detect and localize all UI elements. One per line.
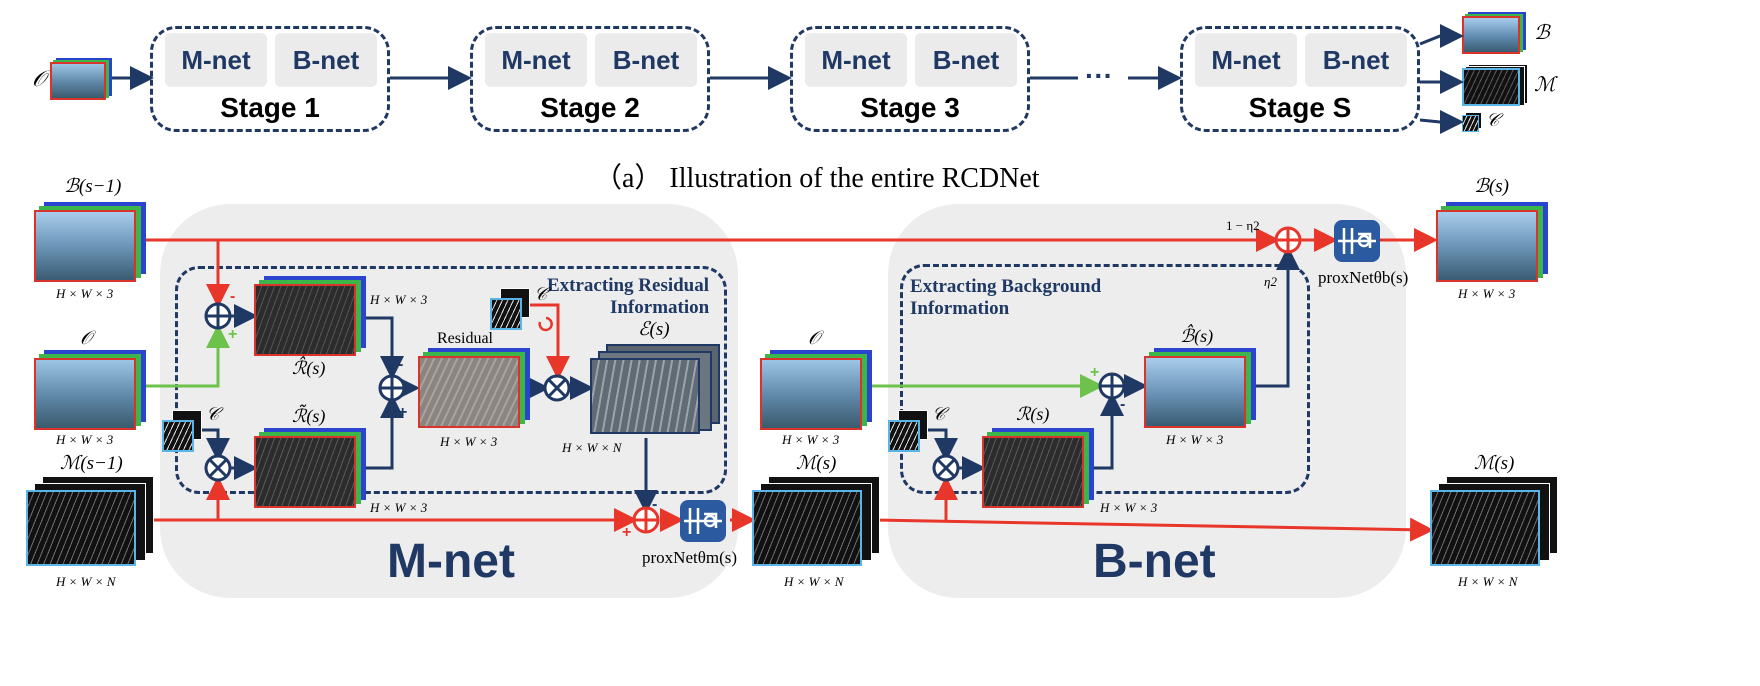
extract-residual-title-2: Information [610, 297, 710, 318]
sign-plus-residual: + [398, 404, 408, 421]
extract-residual-title-1: Extracting Residual [547, 275, 710, 296]
m-out-label: ℳ(s) [1474, 453, 1515, 474]
extract-background-title-1: Extracting Background [910, 276, 1102, 297]
o-left-dim: H × W × 3 [56, 432, 114, 447]
b-hat-image [1144, 348, 1256, 428]
stage-2-label: Stage 2 [540, 92, 640, 123]
o-image-mid [760, 350, 872, 430]
extract-residual-box [175, 266, 727, 494]
stage-2-bnet: B-net [595, 33, 697, 87]
m-cur-label: ℳ(s) [796, 453, 837, 474]
m-prev-label: ℳ(s−1) [60, 453, 123, 474]
caption-a: （a） Illustration of the entire RCDNet [594, 163, 1040, 194]
stage-1-label: Stage 1 [220, 92, 320, 123]
r-cur-image [982, 428, 1094, 508]
o-mid-dim: H × W × 3 [782, 432, 840, 447]
one-minus-eta-label: 1 − η2 [1226, 218, 1260, 233]
proxnet-m-block [680, 500, 726, 542]
mnet-big-label: M-net [387, 535, 515, 588]
m-out-dim: H × W × N [1458, 574, 1518, 589]
m-prev-dim: H × W × N [56, 574, 116, 589]
b-cur-dim: H × W × 3 [1458, 286, 1516, 301]
extract-background-title-2: Information [910, 298, 1010, 319]
stage-3-label: Stage 3 [860, 92, 960, 123]
r-hat-label: ℛ̂(s) [292, 358, 326, 378]
eta-label: η2 [1264, 274, 1277, 289]
o-image-left [34, 350, 146, 430]
sign-minus-rhat: - [230, 288, 236, 305]
stage-s-mnet: M-net [1195, 33, 1297, 87]
r-hat-dim: H × W × 3 [370, 292, 428, 307]
input-image-stack [50, 58, 112, 100]
sign-plus-rhat: + [228, 326, 238, 343]
residual-image [418, 348, 530, 428]
output-c-label: 𝒞 [1486, 110, 1500, 130]
m-cur-dim: H × W × N [784, 574, 844, 589]
output-b-label: ℬ [1534, 22, 1550, 44]
r-cur-label: ℛ(s) [1016, 404, 1050, 424]
m-prev-image [26, 476, 154, 568]
stage-3-bnet: B-net [915, 33, 1017, 87]
proxnet-m-label: proxNetθm(s) [642, 548, 738, 567]
r-tilde-image [254, 428, 366, 508]
proxnet-b-label: proxNetθb(s) [1318, 268, 1409, 287]
output-b-image [1462, 12, 1526, 54]
stage-3-mnet: M-net [805, 33, 907, 87]
residual-dim: H × W × 3 [440, 434, 498, 449]
r-cur-dim: H × W × 3 [1100, 500, 1158, 515]
stage-2-mnet: M-net [485, 33, 587, 87]
e-label: ℰ(s) [638, 319, 670, 340]
b-hat-dim: H × W × 3 [1166, 432, 1224, 447]
o-label-mid: 𝒪 [808, 328, 820, 349]
c-label-m1: 𝒞 [206, 404, 220, 424]
b-hat-label: ℬ̂(s) [1180, 326, 1214, 346]
c-kernel-m2 [490, 288, 530, 330]
m-out-image [1430, 476, 1558, 568]
c-label-b: 𝒞 [932, 404, 946, 424]
b-prev-label: ℬ(s−1) [64, 176, 122, 197]
stage-s-bnet: B-net [1305, 33, 1407, 87]
c-kernel-m1 [162, 410, 202, 452]
output-c-image [1462, 112, 1482, 132]
o-label-left: 𝒪 [80, 328, 92, 349]
m-cur-image [752, 476, 880, 568]
extract-background-box [900, 264, 1310, 494]
b-prev-dim: H × W × 3 [56, 286, 114, 301]
c-kernel-b [888, 410, 928, 452]
bnet-big-label: B-net [1093, 535, 1216, 588]
b-prev-image [34, 202, 146, 282]
output-m-image [1462, 64, 1528, 106]
sign-minus-residual: - [398, 356, 404, 373]
e-dim: H × W × N [562, 440, 622, 455]
b-cur-label: ℬ(s) [1474, 176, 1509, 197]
stage-1-bnet: B-net [275, 33, 377, 87]
r-tilde-label: ℛ̃(s) [292, 406, 326, 426]
sign-plus-bhat: + [1090, 364, 1100, 381]
stage-s-label: Stage S [1248, 92, 1352, 123]
ellipsis: ··· [1085, 60, 1113, 91]
stage-1-mnet: M-net [165, 33, 267, 87]
b-cur-image [1436, 202, 1548, 282]
output-m-label: ℳ [1534, 74, 1556, 96]
residual-label: Residual [437, 330, 493, 347]
proxnet-m-icon [684, 508, 722, 534]
proxnet-b-icon [1338, 228, 1376, 254]
r-hat-image [254, 276, 366, 356]
sign-plus-m: + [622, 524, 632, 541]
e-image [590, 344, 720, 436]
sign-minus-bhat: - [1120, 396, 1126, 413]
proxnet-b-block [1334, 220, 1380, 262]
input-o-label: 𝒪 [32, 66, 46, 91]
c-label-m2: 𝒞 [534, 284, 548, 304]
r-tilde-dim: H × W × 3 [370, 500, 428, 515]
sign-minus-m: - [652, 496, 658, 513]
